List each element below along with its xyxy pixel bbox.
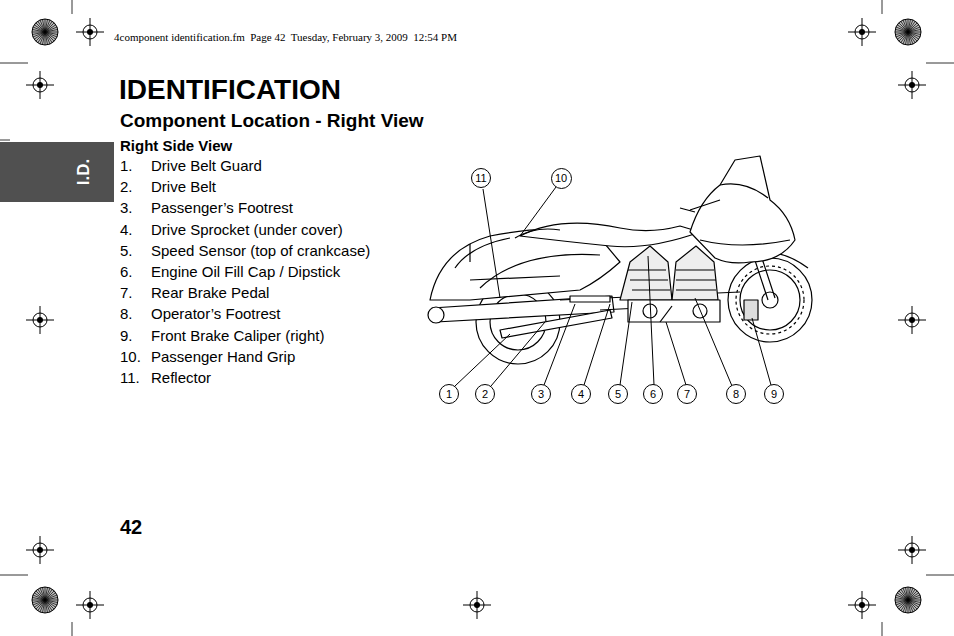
list-number: 5. [120, 242, 133, 259]
callout-number: 2 [482, 388, 488, 400]
callout-circle: 3 [531, 384, 551, 404]
part-name: Reflector [151, 369, 211, 386]
callout-number: 3 [538, 388, 544, 400]
callout-number: 4 [578, 388, 584, 400]
registration-mark [32, 29, 58, 34]
registration-mark [40, 71, 41, 99]
registration-mark [912, 536, 913, 564]
part-name: Drive Belt Guard [151, 157, 262, 174]
list-number: 2. [120, 178, 133, 195]
registration-mark [33, 27, 57, 37]
registration-mark [90, 18, 91, 46]
registration-mark [477, 591, 478, 619]
section-subtitle: Component Location - Right View [120, 110, 424, 132]
registration-mark [0, 63, 28, 64]
registration-mark [862, 591, 863, 619]
registration-mark [895, 587, 921, 613]
part-name: Engine Oil Fill Cap / Dipstick [151, 263, 340, 280]
callout-circle: 7 [677, 384, 697, 404]
registration-mark [896, 595, 920, 605]
callout-number: 10 [555, 172, 567, 184]
list-number: 9. [120, 327, 133, 344]
page-title: IDENTIFICATION [119, 74, 341, 106]
registration-mark [882, 622, 883, 636]
callout-circle: 8 [726, 384, 746, 404]
registration-mark [33, 595, 57, 605]
part-name: Drive Belt [151, 178, 216, 195]
callout-circle: 6 [643, 384, 663, 404]
side-tab: I.D. [0, 142, 114, 202]
registration-mark [32, 597, 58, 602]
list-number: 3. [120, 199, 133, 216]
part-name: Passenger’s Footrest [151, 199, 293, 216]
registration-mark [90, 591, 91, 619]
callout-number: 9 [771, 388, 777, 400]
registration-mark [862, 18, 863, 46]
part-name: Front Brake Caliper (right) [151, 327, 324, 344]
registration-mark [912, 306, 913, 334]
callout-number: 11 [475, 172, 486, 184]
registration-mark [72, 0, 73, 14]
list-number: 1. [120, 157, 133, 174]
registration-mark [895, 19, 921, 45]
part-name: Passenger Hand Grip [151, 348, 295, 365]
file-header: 4component identification.fm Page 42 Tue… [114, 31, 457, 44]
registration-mark [40, 536, 41, 564]
registration-mark [926, 575, 954, 576]
callout-number: 7 [684, 388, 690, 400]
callout-circle: 4 [571, 384, 591, 404]
list-number: 4. [120, 221, 133, 238]
part-name: Rear Brake Pedal [151, 284, 269, 301]
callout-circle: 11 [471, 168, 491, 188]
registration-mark [895, 597, 921, 602]
callout-number: 5 [615, 388, 621, 400]
registration-mark [882, 0, 883, 14]
page-number: 42 [120, 516, 142, 539]
callout-circle: 9 [764, 384, 784, 404]
callout-circle: 2 [475, 384, 495, 404]
callout-circle: 1 [439, 384, 459, 404]
callout-circle: 10 [551, 168, 572, 189]
part-name: Operator’s Footrest [151, 305, 281, 322]
registration-mark [926, 63, 954, 64]
registration-mark [0, 575, 28, 576]
callout-number: 8 [733, 388, 739, 400]
callout-number: 1 [446, 388, 452, 400]
list-number: 6. [120, 263, 133, 280]
registration-mark [912, 71, 913, 99]
part-name: Drive Sprocket (under cover) [151, 221, 343, 238]
callout-circle: 5 [608, 384, 628, 404]
list-number: 7. [120, 284, 133, 301]
part-name: Speed Sensor (top of crankcase) [151, 242, 370, 259]
registration-mark [40, 306, 41, 334]
registration-mark [32, 587, 58, 613]
callout-number: 6 [650, 388, 656, 400]
registration-mark [0, 140, 10, 141]
list-number: 8. [120, 305, 133, 322]
registration-mark [32, 19, 58, 45]
registration-mark [895, 29, 921, 34]
list-number: 10. [120, 348, 141, 365]
list-number: 11. [120, 369, 140, 386]
tab-label: I.D. [74, 159, 94, 185]
registration-mark [72, 622, 73, 636]
registration-mark [896, 27, 920, 37]
list-heading: Right Side View [120, 137, 232, 154]
